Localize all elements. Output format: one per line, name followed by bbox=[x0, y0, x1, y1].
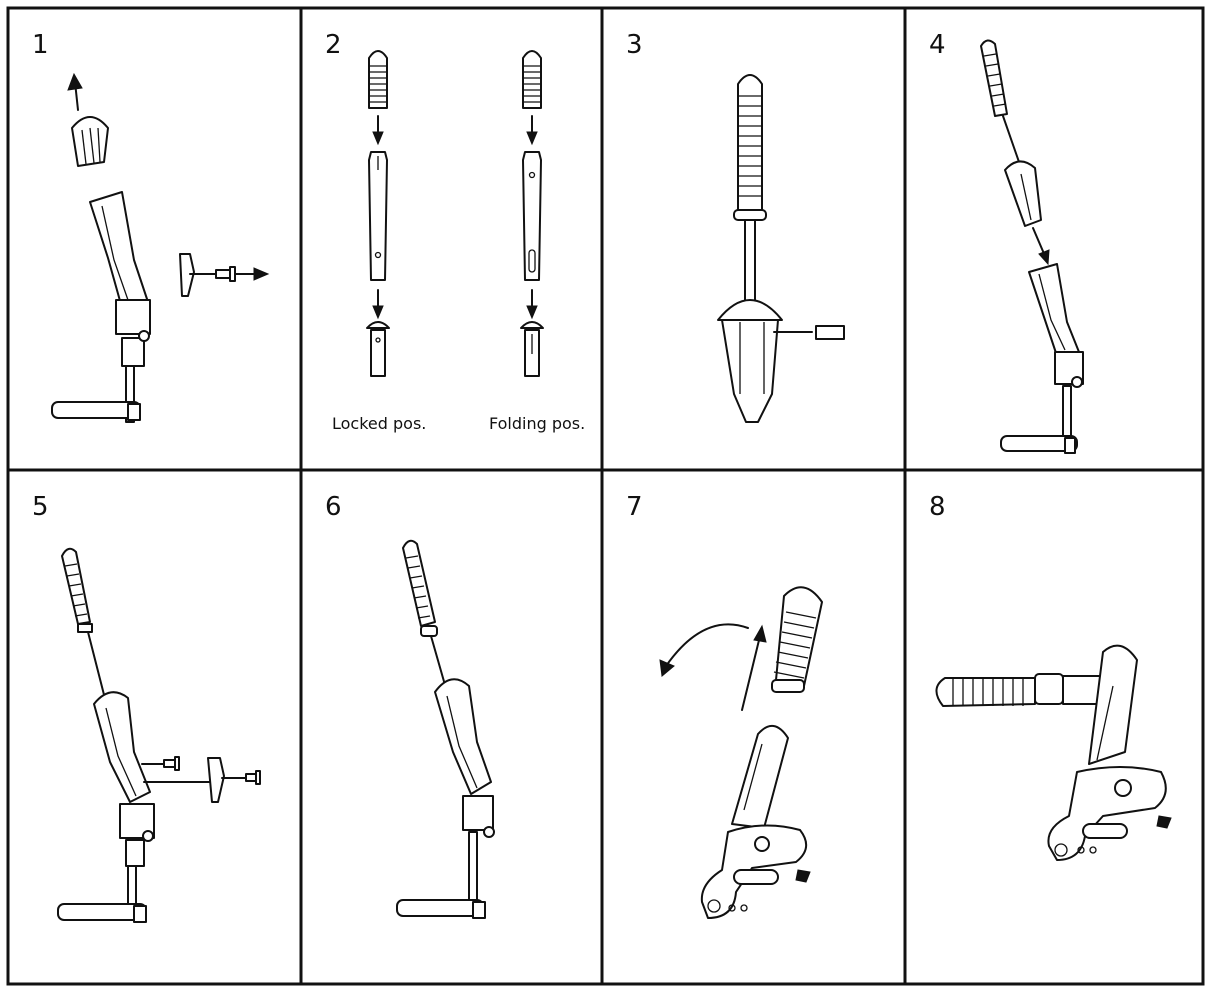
grip-icon bbox=[71, 116, 109, 167]
grip-icon bbox=[980, 39, 1008, 117]
step-panel-6: 6 bbox=[303, 472, 600, 983]
caption-folding: Folding pos. bbox=[489, 414, 585, 433]
arrow-icon bbox=[67, 72, 83, 111]
step-number: 4 bbox=[929, 30, 946, 60]
grip-icon bbox=[402, 539, 436, 627]
step-panel-3: 3 bbox=[604, 10, 904, 469]
arrow-icon bbox=[1032, 227, 1050, 266]
step-panel-1: 1 bbox=[10, 10, 300, 469]
step-7-illustration bbox=[659, 586, 823, 919]
step-number: 3 bbox=[626, 30, 643, 60]
step-1-illustration bbox=[51, 72, 270, 423]
arrow-icon bbox=[235, 267, 270, 281]
screw-icon bbox=[163, 756, 180, 771]
step-8-illustration bbox=[935, 644, 1172, 861]
screw-icon bbox=[215, 266, 236, 282]
step-number: 2 bbox=[325, 30, 342, 60]
step-number: 6 bbox=[325, 492, 342, 522]
step-panel-2: 2 Locked pos. bbox=[303, 10, 600, 469]
arrow-icon bbox=[372, 115, 384, 146]
step-panel-8: 8 bbox=[907, 472, 1201, 983]
grip-icon bbox=[368, 50, 388, 109]
arrow-icon bbox=[526, 115, 538, 146]
step-panel-5: 5 bbox=[10, 472, 300, 983]
grip-icon bbox=[61, 547, 91, 625]
caption-locked: Locked pos. bbox=[332, 414, 426, 433]
step-6-illustration bbox=[396, 539, 495, 919]
grip-icon bbox=[935, 677, 1036, 707]
step-number: 8 bbox=[929, 492, 946, 522]
grip-icon bbox=[737, 74, 763, 211]
step-2-illustration: Locked pos. Folding p bbox=[332, 50, 585, 433]
grip-icon bbox=[773, 586, 823, 687]
step-number: 1 bbox=[32, 30, 49, 60]
step-5-illustration bbox=[57, 547, 261, 923]
screw-icon bbox=[245, 770, 261, 785]
plug-icon bbox=[815, 325, 845, 340]
curved-arrow-icon bbox=[659, 623, 749, 677]
arrow-icon bbox=[526, 289, 538, 320]
step-4-illustration bbox=[980, 39, 1084, 454]
grip-icon bbox=[522, 50, 542, 109]
step-number: 5 bbox=[32, 492, 49, 522]
arrow-icon bbox=[372, 289, 384, 320]
step-number: 7 bbox=[626, 492, 643, 522]
step-panel-4: 4 bbox=[907, 10, 1201, 469]
step-3-illustration bbox=[717, 74, 845, 423]
arrow-icon bbox=[741, 624, 767, 711]
step-panel-7: 7 bbox=[604, 472, 904, 983]
